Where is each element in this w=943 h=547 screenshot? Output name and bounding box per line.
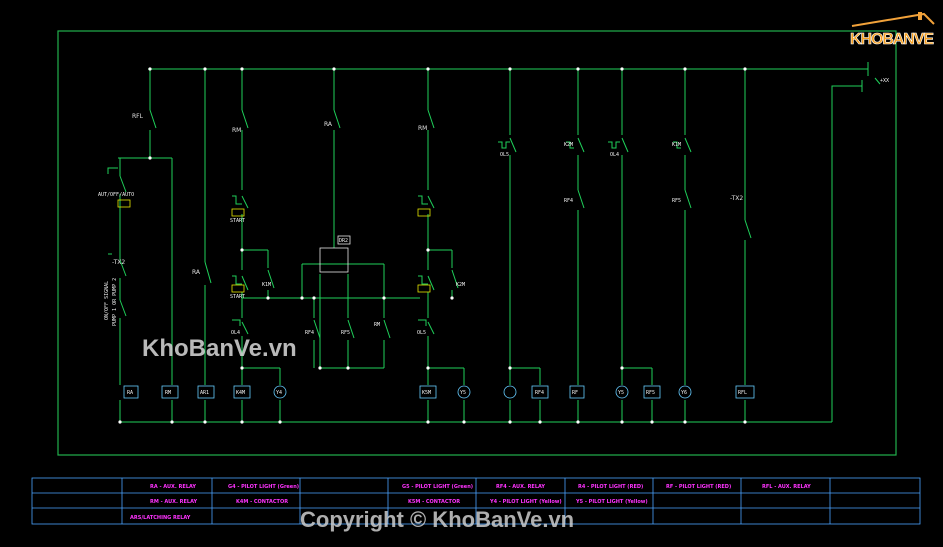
svg-text:RFL - AUX. RELAY: RFL - AUX. RELAY xyxy=(762,484,811,490)
house-roof-icon xyxy=(851,12,935,27)
svg-text:RFL: RFL xyxy=(738,390,747,396)
svg-text:RF - PILOT LIGHT (RED): RF - PILOT LIGHT (RED) xyxy=(666,484,731,490)
svg-text:AUT/OFF/AUTO: AUT/OFF/AUTO xyxy=(98,192,134,198)
contact-symbols xyxy=(119,109,752,339)
svg-text:-TX2: -TX2 xyxy=(730,195,743,202)
svg-text:Y5: Y5 xyxy=(460,390,466,396)
svg-text:K4M - CONTACTOR: K4M - CONTACTOR xyxy=(236,499,288,505)
logo-text: KHOBANVE xyxy=(850,31,934,48)
svg-text:RF4: RF4 xyxy=(535,390,544,396)
svg-text:OL4: OL4 xyxy=(231,330,240,336)
svg-text:G4 - PILOT LIGHT (Green): G4 - PILOT LIGHT (Green) xyxy=(228,484,299,490)
svg-text:Y6: Y6 xyxy=(681,390,687,396)
right-feeder xyxy=(831,85,862,422)
legend-text: RA - AUX. RELAY G4 - PILOT LIGHT (Green)… xyxy=(130,484,811,521)
center-watermark: KhoBanVe.vn xyxy=(142,335,297,362)
svg-text:-TX2: -TX2 xyxy=(112,259,125,266)
svg-text:G5 - PILOT LIGHT (Green): G5 - PILOT LIGHT (Green) xyxy=(402,484,473,490)
svg-text:+XX: +XX xyxy=(880,78,889,84)
svg-text:START: START xyxy=(230,294,245,300)
svg-text:K1M: K1M xyxy=(672,142,681,148)
svg-text:Y4: Y4 xyxy=(276,390,282,396)
footer-watermark: Copyright © KhoBanVe.vn xyxy=(300,507,574,532)
svg-text:RF4 - AUX. RELAY: RF4 - AUX. RELAY xyxy=(496,484,545,490)
svg-text:K1M: K1M xyxy=(262,282,271,288)
selector-boxes xyxy=(117,199,431,293)
khobanve-logo: KHOBANVE xyxy=(850,12,935,48)
svg-text:RM: RM xyxy=(374,322,380,328)
svg-text:OL5: OL5 xyxy=(500,152,509,158)
svg-text:K5M - CONTACTOR: K5M - CONTACTOR xyxy=(408,499,460,505)
junction-dots xyxy=(118,67,747,424)
svg-text:K5M: K5M xyxy=(422,390,431,396)
button-symbols xyxy=(107,137,692,335)
svg-text:R4 - PILOT LIGHT (RED): R4 - PILOT LIGHT (RED) xyxy=(578,484,643,490)
svg-text:RF: RF xyxy=(572,390,578,396)
svg-text:PUMP 1 OR PUMP 2: PUMP 1 OR PUMP 2 xyxy=(112,278,118,326)
timer-label: DR2 xyxy=(339,238,348,244)
branch-wires xyxy=(118,69,746,422)
svg-text:RF4: RF4 xyxy=(564,198,573,204)
svg-text:ON/OFF SIGNAL: ON/OFF SIGNAL xyxy=(104,281,110,320)
svg-text:RF5: RF5 xyxy=(341,330,350,336)
svg-text:Y5: Y5 xyxy=(618,390,624,396)
svg-text:OL4: OL4 xyxy=(610,152,619,158)
svg-text:RA - AUX. RELAY: RA - AUX. RELAY xyxy=(150,484,196,490)
svg-text:RFL: RFL xyxy=(132,113,144,120)
svg-text:Y4 - PILOT LIGHT (Yellow): Y4 - PILOT LIGHT (Yellow) xyxy=(489,499,562,505)
svg-text:OL5: OL5 xyxy=(417,330,426,336)
svg-text:RF5: RF5 xyxy=(646,390,655,396)
svg-text:RM: RM xyxy=(418,125,427,132)
svg-text:RM: RM xyxy=(232,127,241,134)
timer-block: DR2 xyxy=(319,235,351,273)
svg-text:Y5 - PILOT LIGHT (Yellow): Y5 - PILOT LIGHT (Yellow) xyxy=(575,499,648,505)
svg-text:K2M: K2M xyxy=(456,282,465,288)
coil-row xyxy=(123,385,755,399)
drawing-frame xyxy=(57,30,897,456)
svg-text:ARS/LATCHING RELAY: ARS/LATCHING RELAY xyxy=(130,515,191,521)
svg-text:K2M: K2M xyxy=(564,142,573,148)
coil-labels: RA RM AR1 K4M Y4 K5M Y5 RF4 RF Y5 RF5 Y6… xyxy=(127,390,747,396)
svg-text:RM - AUX. RELAY: RM - AUX. RELAY xyxy=(150,499,197,505)
svg-text:RM: RM xyxy=(165,390,171,396)
svg-text:RA: RA xyxy=(324,121,333,128)
svg-text:START: START xyxy=(230,218,245,224)
svg-text:RA: RA xyxy=(127,390,133,396)
legend-table xyxy=(31,477,921,525)
svg-text:RF5: RF5 xyxy=(672,198,681,204)
svg-text:RF4: RF4 xyxy=(305,330,314,336)
supply-switch xyxy=(861,62,881,92)
diagram-labels: RFL RM RA RM AUT/OFF/AUTO -TX2 ON/OFF SI… xyxy=(98,113,743,336)
svg-text:RA: RA xyxy=(192,269,201,276)
svg-text:K4M: K4M xyxy=(236,390,245,396)
svg-text:AR1: AR1 xyxy=(200,390,209,396)
